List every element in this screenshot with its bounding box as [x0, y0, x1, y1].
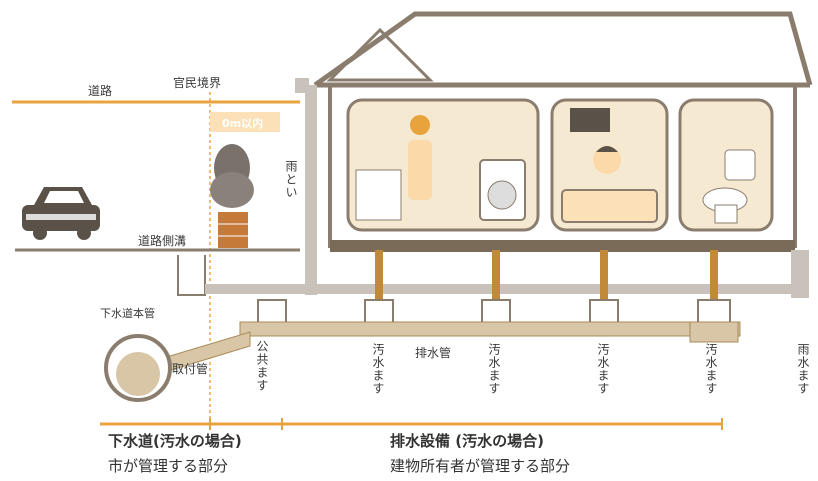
sewage-pipe-end: [689, 321, 739, 343]
drainage-section-sub: 建物所有者が管理する部分: [390, 457, 571, 475]
connection-pipe-label: 取付管: [172, 362, 209, 376]
drain-down-2: [492, 250, 500, 300]
sewage-pipe: [239, 321, 741, 337]
public-basin-label: 公共ます: [255, 340, 269, 392]
boundary-label: 官民境界: [173, 76, 222, 90]
sewage-basin-label-1: 汚水ます: [371, 343, 385, 395]
sewer-main-label: 下水道本管: [100, 307, 155, 320]
distance-box: [210, 112, 280, 132]
rain-basin-label: 雨水ます: [796, 343, 810, 395]
road-ditch: [177, 255, 206, 296]
sewer-section-sub: 市が管理する部分: [108, 457, 229, 475]
sewage-basin-label-3: 汚水ます: [596, 343, 610, 395]
sewer-main-water: [116, 352, 160, 396]
drain-down-3: [600, 250, 608, 300]
drainage-section-title: 排水設備 (汚水の場合): [390, 432, 544, 450]
rain-gutter-right: [791, 250, 809, 298]
tree-icon: [210, 144, 254, 248]
drain-down-1: [375, 250, 383, 300]
toilet-icon: [702, 149, 756, 224]
bath-icon: [561, 108, 658, 223]
drain-down-4: [710, 250, 718, 300]
drain-pipe-label: 排水管: [415, 346, 452, 360]
kitchen-icon: [355, 115, 526, 221]
sewage-basin-label-4: 汚水ます: [704, 343, 718, 395]
car-icon: [22, 187, 100, 240]
rain-gutter-left: [295, 78, 317, 295]
house: [313, 11, 813, 252]
road-label: 道路: [88, 84, 113, 98]
sewage-basin-label-2: 汚水ます: [487, 343, 501, 395]
sewer-section-title: 下水道(汚水の場合): [108, 432, 242, 450]
distance-label: 0m以内: [222, 117, 264, 130]
road-ditch-label: 道路側溝: [138, 234, 187, 248]
rain-gutter-label: 雨とい: [284, 160, 298, 199]
